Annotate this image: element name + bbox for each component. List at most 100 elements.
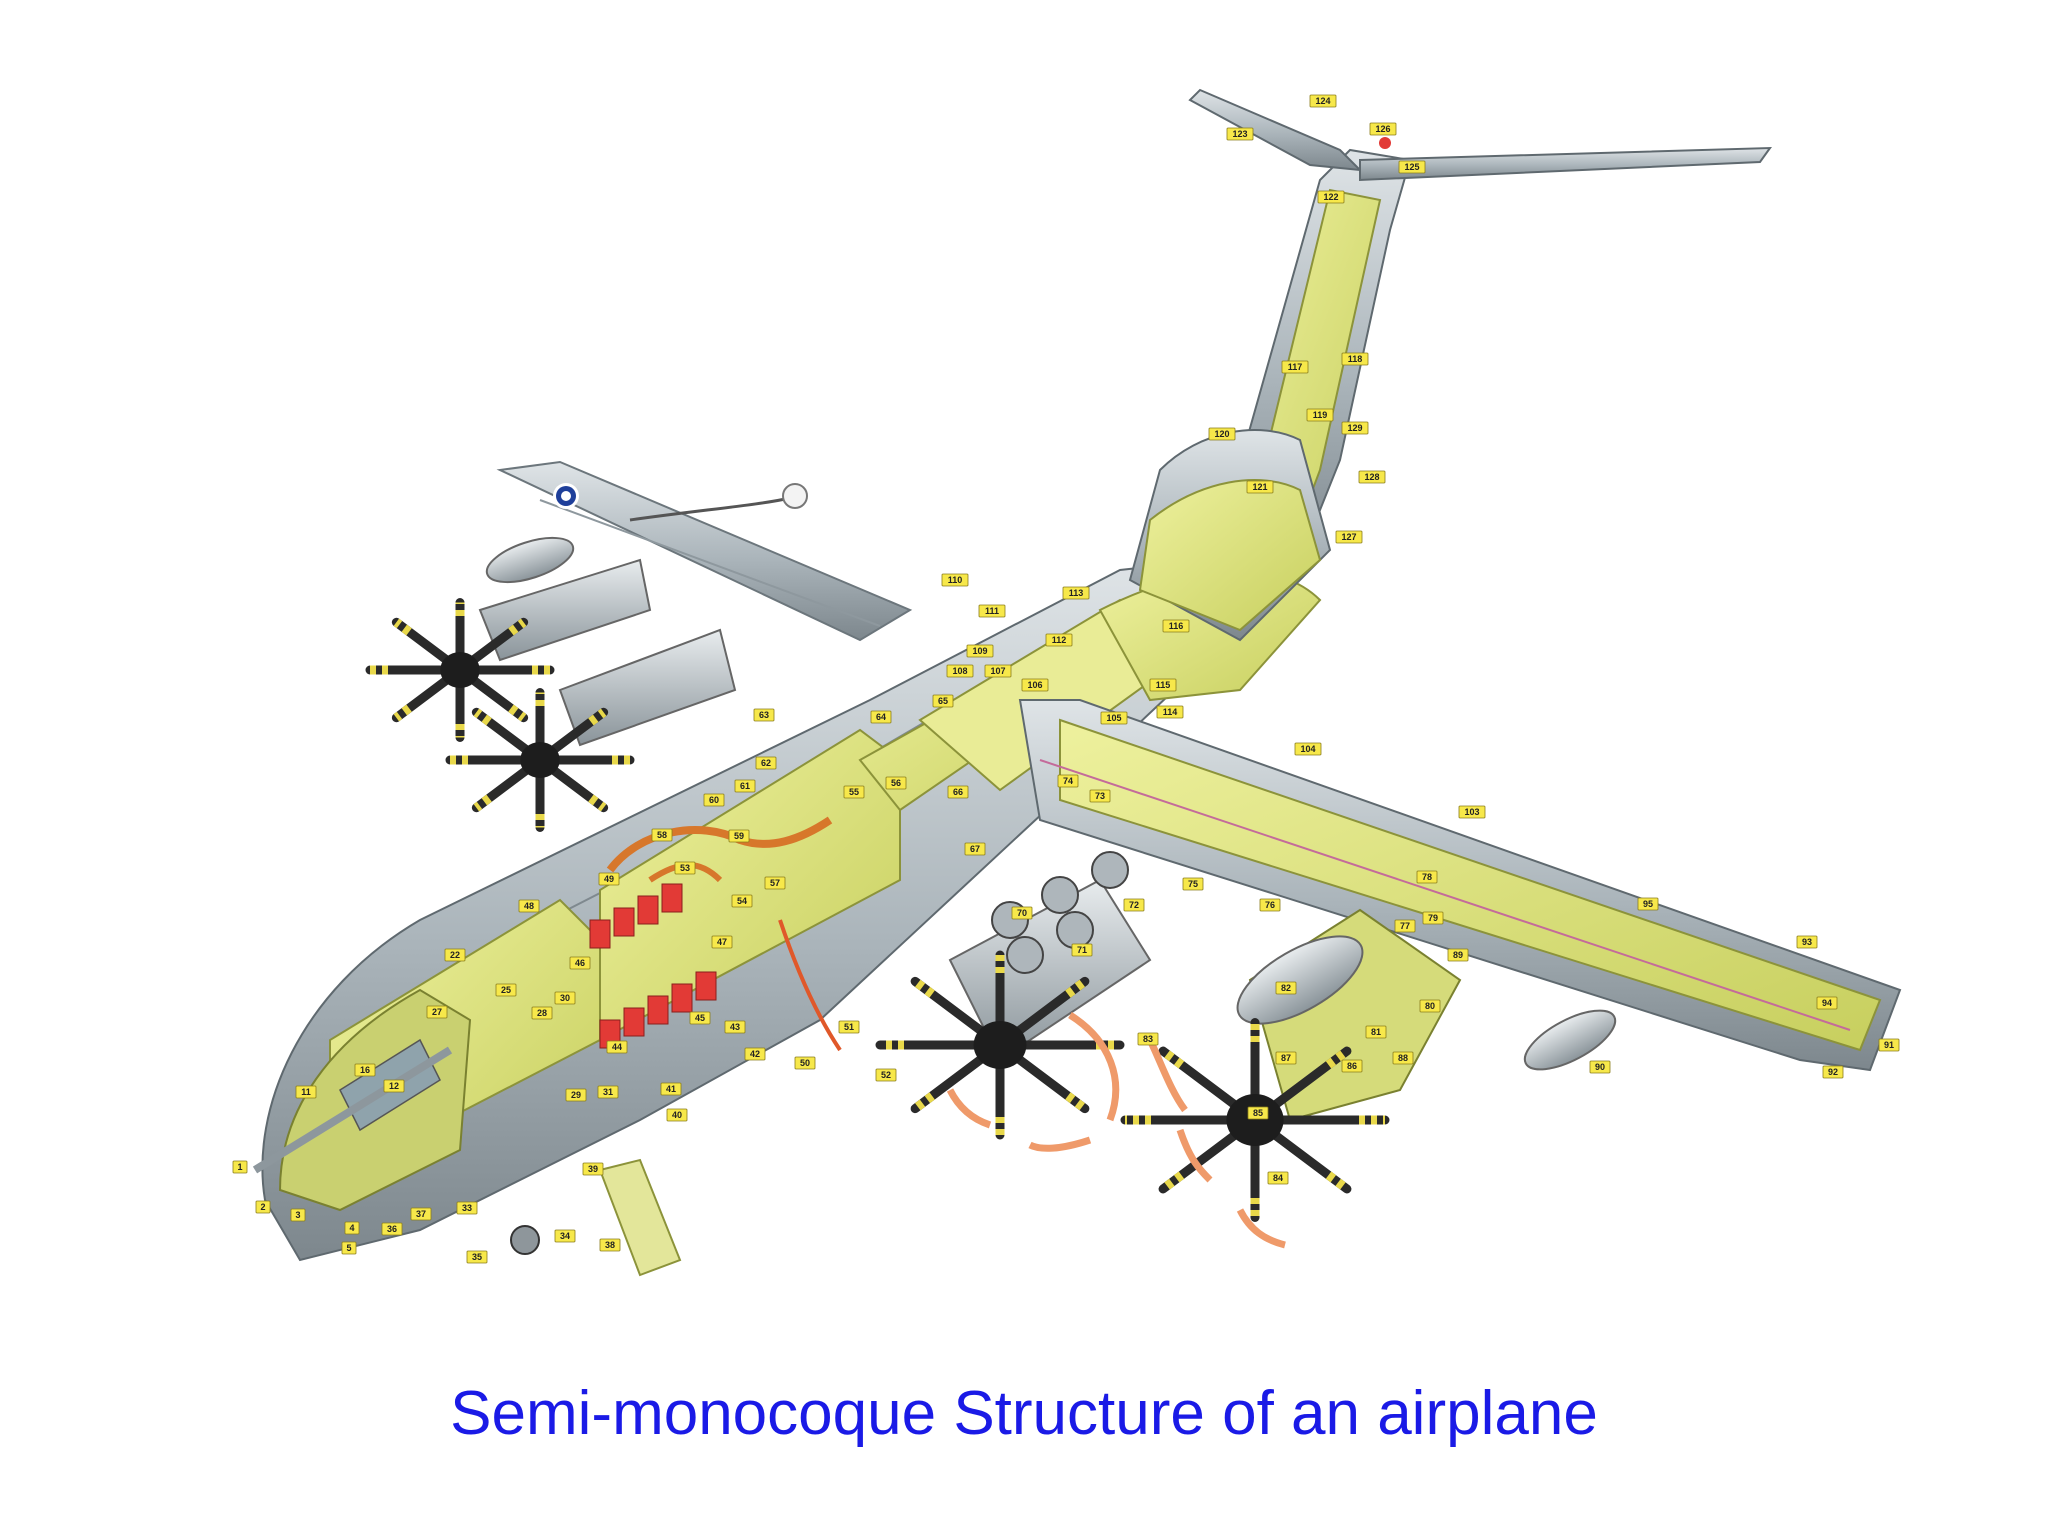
callout-41: 41 xyxy=(660,1082,682,1096)
callout-label: 53 xyxy=(680,863,690,873)
callout-label: 67 xyxy=(970,844,980,854)
callout-50: 50 xyxy=(794,1056,816,1070)
troop-seats xyxy=(589,883,717,1049)
propeller-blade-tip xyxy=(1065,977,1088,998)
callout-label: 94 xyxy=(1822,998,1832,1008)
callout-114: 114 xyxy=(1156,705,1184,719)
callout-66: 66 xyxy=(947,785,969,799)
callout-89: 89 xyxy=(1447,948,1469,962)
callout-label: 5 xyxy=(346,1243,351,1253)
callout-label: 12 xyxy=(389,1081,399,1091)
callout-label: 118 xyxy=(1348,354,1363,364)
callout-117: 117 xyxy=(1281,360,1309,374)
propeller-blade-tip xyxy=(1160,1047,1185,1069)
callout-label: 62 xyxy=(761,758,771,768)
callout-37: 37 xyxy=(410,1207,432,1221)
callout-label: 76 xyxy=(1265,900,1275,910)
callout-88: 88 xyxy=(1392,1051,1414,1065)
callout-label: 1 xyxy=(237,1162,242,1172)
nose-landing-gear xyxy=(510,1225,540,1255)
callout-label: 111 xyxy=(985,606,999,616)
callout-label: 117 xyxy=(1288,362,1303,372)
refuel-hose xyxy=(629,483,808,522)
callout-label: 121 xyxy=(1252,482,1267,492)
callout-label: 106 xyxy=(1027,680,1042,690)
callout-label: 64 xyxy=(876,712,886,722)
callout-95: 95 xyxy=(1637,897,1659,911)
callout-label: 54 xyxy=(737,896,747,906)
callout-107: 107 xyxy=(984,664,1012,678)
callout-label: 105 xyxy=(1106,713,1121,723)
callout-label: 108 xyxy=(952,666,967,676)
propeller-blade-tip xyxy=(393,618,412,636)
callout-33: 33 xyxy=(456,1201,478,1215)
callout-12: 12 xyxy=(383,1079,405,1093)
propeller-blade-tip xyxy=(912,977,935,998)
callout-63: 63 xyxy=(753,708,775,722)
callout-54: 54 xyxy=(731,894,753,908)
callout-label: 127 xyxy=(1341,532,1356,542)
callout-label: 46 xyxy=(575,958,585,968)
callout-28: 28 xyxy=(531,1006,553,1020)
callout-label: 34 xyxy=(560,1231,570,1241)
callout-label: 87 xyxy=(1281,1053,1291,1063)
left-wing xyxy=(496,460,913,642)
callout-label: 3 xyxy=(295,1210,300,1220)
callout-label: 104 xyxy=(1300,744,1315,754)
callout-label: 112 xyxy=(1052,635,1067,645)
wing-tip-pod xyxy=(1523,1009,1617,1071)
callout-label: 47 xyxy=(717,937,727,947)
callout-label: 57 xyxy=(770,878,780,888)
callout-79: 79 xyxy=(1422,911,1444,925)
callout-label: 61 xyxy=(740,781,750,791)
callout-47: 47 xyxy=(711,935,733,949)
callout-49: 49 xyxy=(598,872,620,886)
callout-label: 85 xyxy=(1253,1108,1263,1118)
callout-119: 119 xyxy=(1306,408,1334,422)
callout-label: 45 xyxy=(695,1013,705,1023)
callout-label: 27 xyxy=(432,1007,442,1017)
callout-label: 120 xyxy=(1214,429,1229,439)
callout-4: 4 xyxy=(344,1221,360,1235)
callout-label: 115 xyxy=(1156,680,1171,690)
callout-label: 90 xyxy=(1595,1062,1605,1072)
callout-56: 56 xyxy=(885,776,907,790)
callout-115: 115 xyxy=(1149,678,1177,692)
callout-label: 36 xyxy=(387,1224,397,1234)
callout-label: 82 xyxy=(1281,983,1291,993)
callout-118: 118 xyxy=(1341,352,1369,366)
callout-52: 52 xyxy=(875,1068,897,1082)
callout-76: 76 xyxy=(1259,898,1281,912)
callout-116: 116 xyxy=(1162,619,1190,633)
callout-58: 58 xyxy=(651,828,673,842)
propeller-4 xyxy=(1120,1018,1390,1222)
callout-label: 48 xyxy=(524,901,534,911)
propeller-blade-tip xyxy=(1325,1047,1350,1069)
callout-45: 45 xyxy=(689,1011,711,1025)
propeller-blade-tip xyxy=(473,708,492,726)
callout-label: 74 xyxy=(1063,776,1073,786)
callout-55: 55 xyxy=(843,785,865,799)
callout-60: 60 xyxy=(703,793,725,807)
callout-111: 111 xyxy=(978,604,1006,618)
callout-83: 83 xyxy=(1137,1032,1159,1046)
callout-46: 46 xyxy=(569,956,591,970)
callout-70: 70 xyxy=(1011,906,1033,920)
callout-label: 31 xyxy=(603,1087,613,1097)
callout-38: 38 xyxy=(599,1238,621,1252)
callout-120: 120 xyxy=(1208,427,1236,441)
callout-85: 85 xyxy=(1247,1106,1269,1120)
callout-40: 40 xyxy=(666,1108,688,1122)
callout-65: 65 xyxy=(932,694,954,708)
callout-34: 34 xyxy=(554,1229,576,1243)
callout-label: 41 xyxy=(666,1084,676,1094)
callout-label: 30 xyxy=(560,993,570,1003)
callout-label: 35 xyxy=(472,1252,482,1262)
callout-label: 2 xyxy=(260,1202,265,1212)
callout-1: 1 xyxy=(232,1160,248,1174)
propeller-spinner xyxy=(520,742,560,778)
callout-42: 42 xyxy=(744,1047,766,1061)
callout-110: 110 xyxy=(941,573,969,587)
callout-label: 103 xyxy=(1464,807,1479,817)
callout-label: 114 xyxy=(1163,707,1178,717)
